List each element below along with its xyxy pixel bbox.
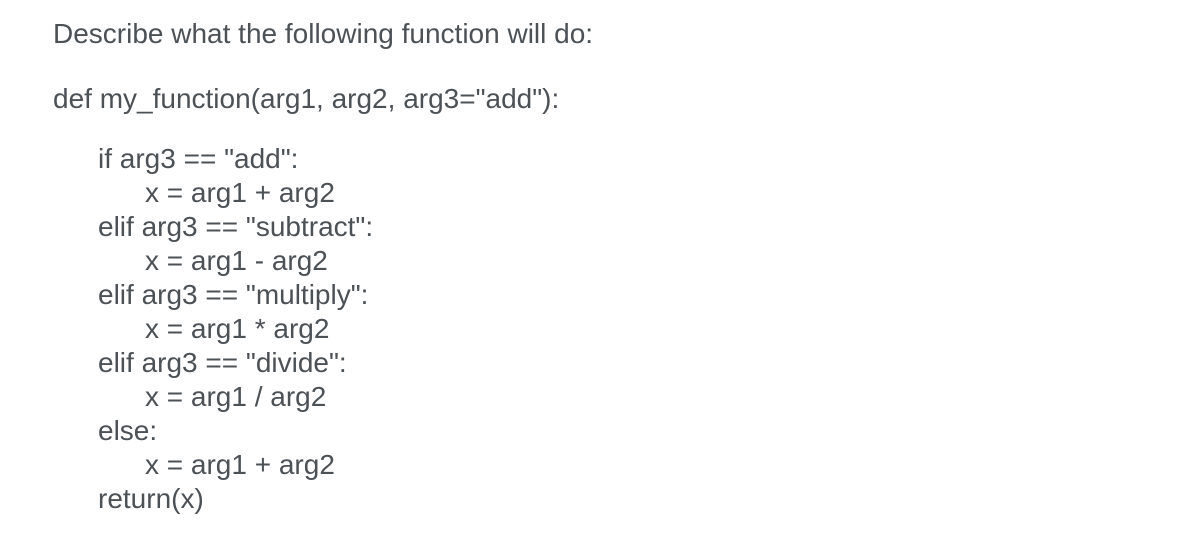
code-line-elif-multiply: elif arg3 == "multiply": bbox=[98, 279, 369, 310]
code-line-elif-divide: elif arg3 == "divide": bbox=[98, 347, 347, 378]
code-line-if-add: if arg3 == "add": bbox=[98, 143, 299, 174]
code-line-else: else: bbox=[98, 415, 158, 446]
code-line-subtract-assign: x = arg1 - arg2 bbox=[145, 245, 328, 276]
code-line-else-assign: x = arg1 + arg2 bbox=[145, 449, 335, 480]
code-line-add-assign: x = arg1 + arg2 bbox=[145, 177, 335, 208]
code-line-elif-subtract: elif arg3 == "subtract": bbox=[98, 211, 374, 242]
code-block: if arg3 == "add": x = arg1 + arg2 elif a… bbox=[98, 142, 1180, 516]
question-prompt: Describe what the following function wil… bbox=[53, 18, 594, 49]
code-line-return: return(x) bbox=[98, 483, 204, 514]
code-line-divide-assign: x = arg1 / arg2 bbox=[145, 381, 327, 412]
code-def-line: def my_function(arg1, arg2, arg3="add"): bbox=[53, 83, 560, 114]
code-line-multiply-assign: x = arg1 * arg2 bbox=[145, 313, 330, 344]
